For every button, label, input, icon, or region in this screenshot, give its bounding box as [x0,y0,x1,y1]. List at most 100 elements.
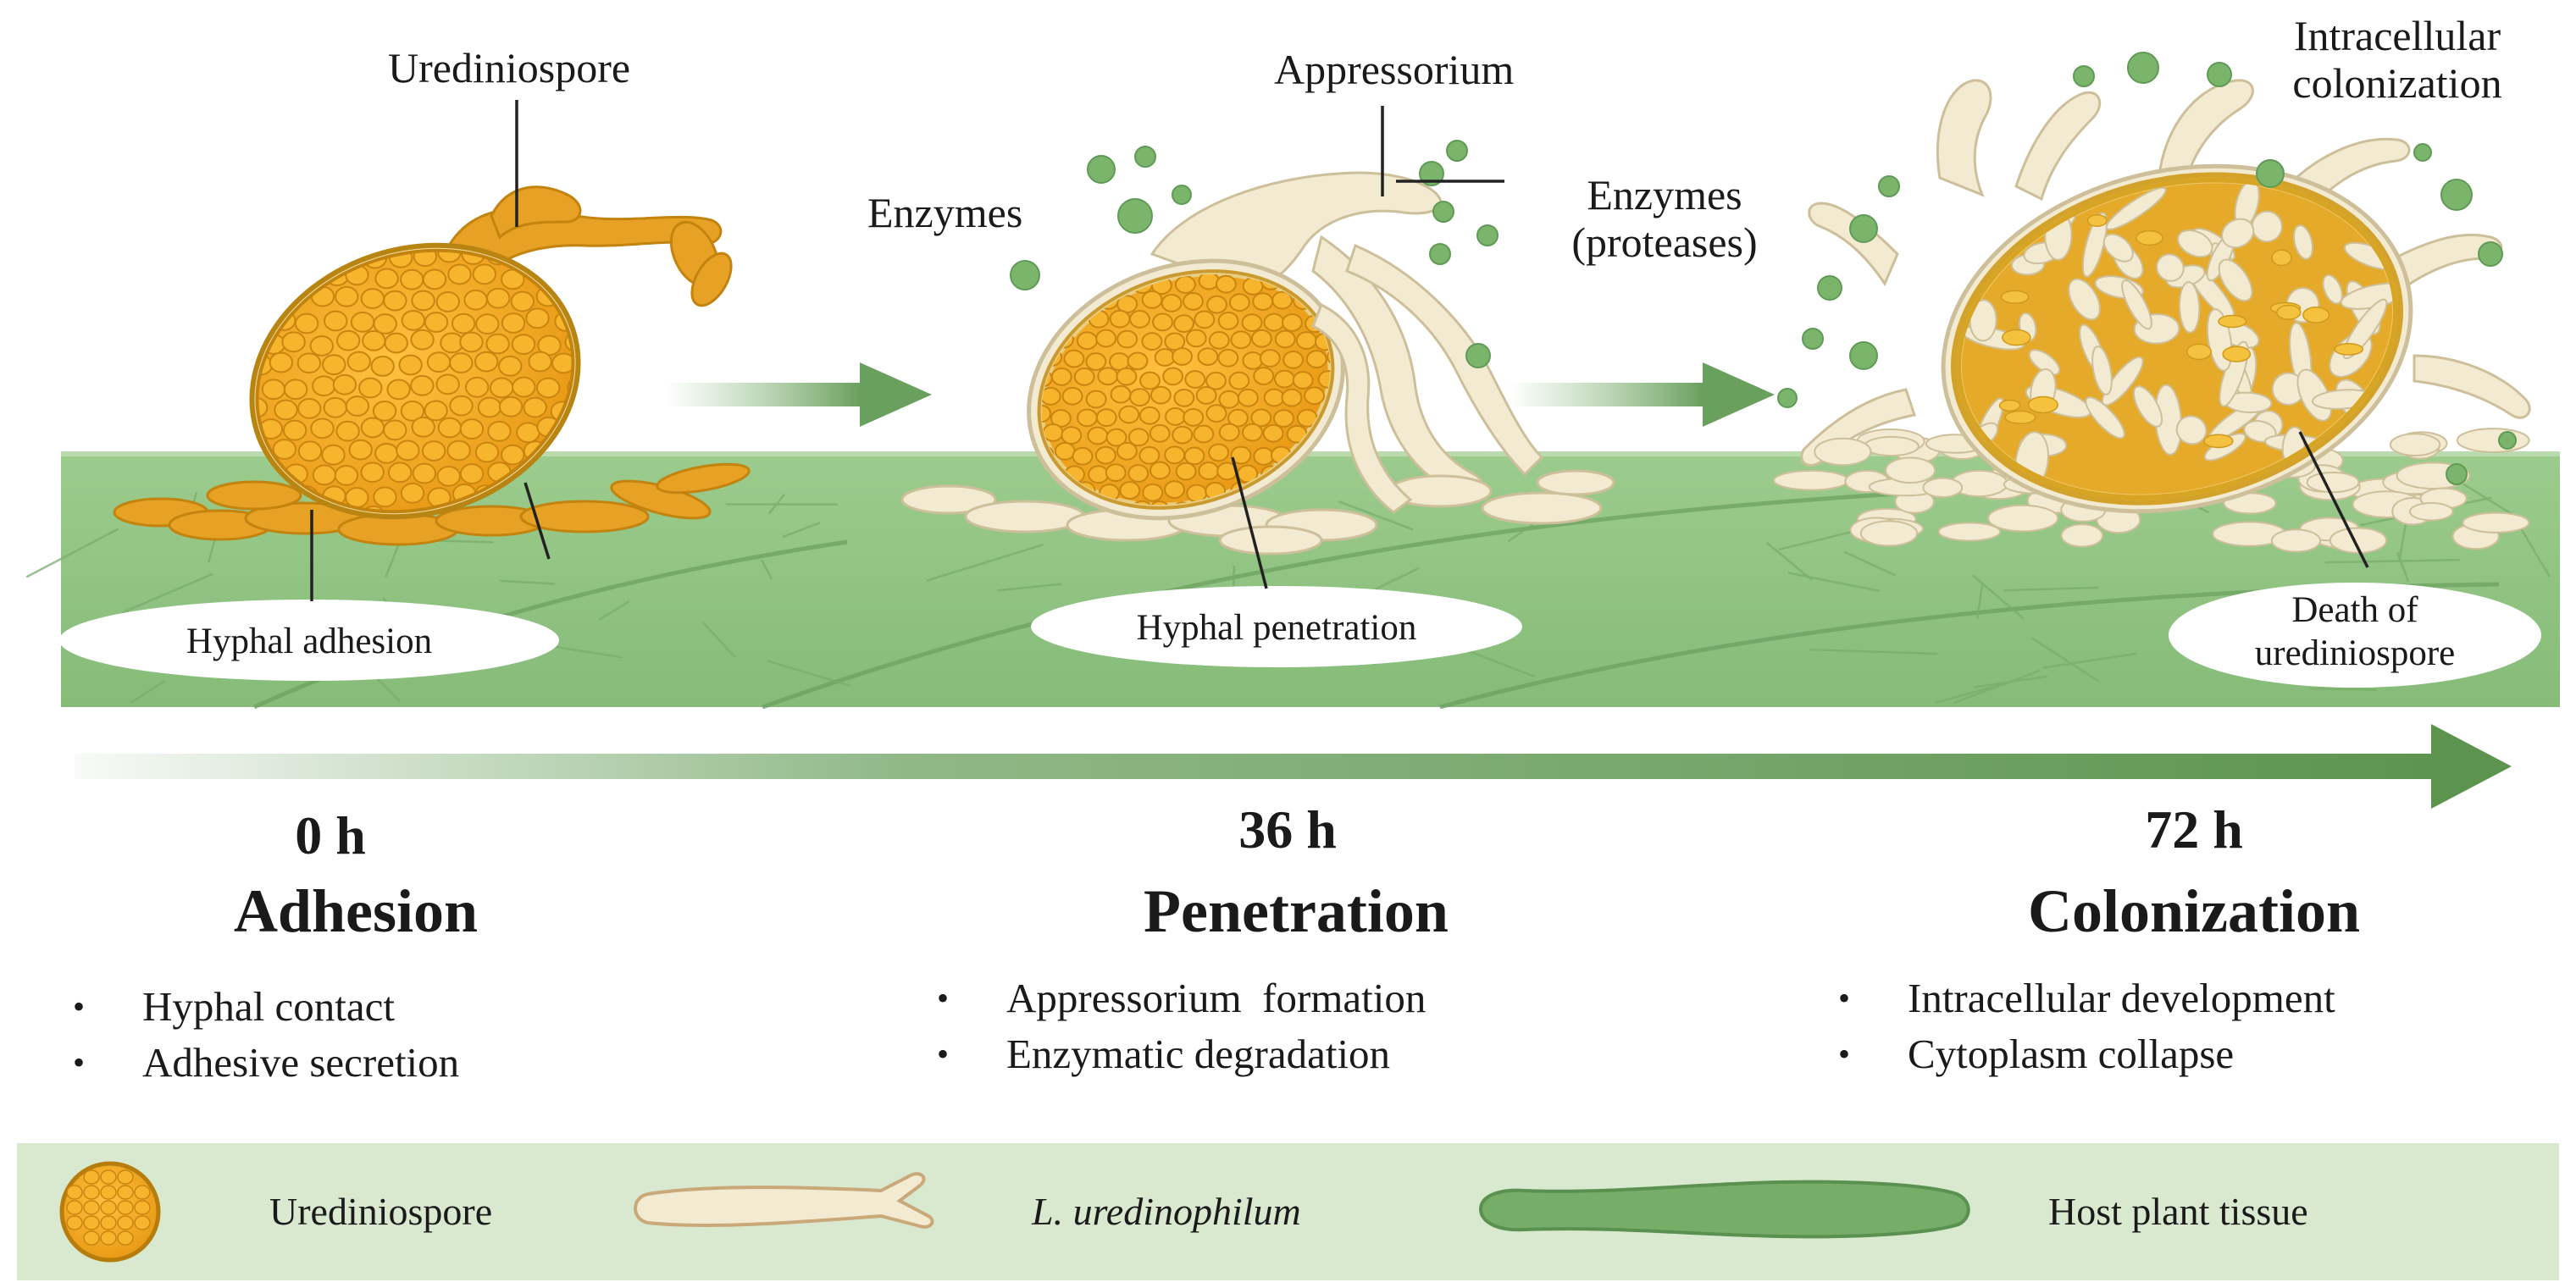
spore-cell [1164,445,1186,465]
spore-cell [362,329,386,351]
spore-cell [1073,368,1095,386]
spore-cell [1042,423,1064,442]
spore-cell [1304,386,1326,406]
leaf-vein [1934,683,2003,705]
stage-3-time: 72 h [2145,799,2243,860]
spore-cell [247,312,271,334]
spore-cell [1138,445,1161,465]
enzyme-droplet [1802,328,1824,350]
spore-cell [1127,351,1149,371]
spore-cell [1327,427,1349,446]
hyphal-fragment [2178,281,2201,334]
spore-cell [1028,329,1050,349]
spore-cell [400,482,425,504]
spore-cell [1076,331,1098,351]
spore-cell [1195,385,1217,405]
spore-cell [312,464,337,486]
spore-cell [421,440,446,462]
spore-cell [1250,408,1272,428]
timeline-arrow [75,724,2512,809]
spore-cell [1198,462,1220,480]
spore-cell [511,334,536,355]
hyphal-fragment [2156,253,2185,282]
spore-cell [396,439,420,462]
spore-cell [374,268,399,290]
spore-cell [412,462,437,484]
spore-cell [372,400,397,422]
spore-cell [464,376,490,398]
spore-cell [411,290,435,312]
leaf-vein [1375,567,1420,590]
enzyme-droplets [1010,52,2517,485]
hyphal-fragment [2060,523,2104,548]
spore-cell [1292,371,1314,390]
spore-cell [1116,367,1138,386]
leaf-vein [130,679,166,705]
label-enzymes: Enzymes [867,189,1023,236]
enzyme-droplet [2413,143,2432,162]
spore-cell [1217,348,1239,368]
spore-cell [1253,447,1275,466]
spore-cell [260,286,285,307]
leaf-vein [1975,584,1984,620]
spore-cell [1175,462,1197,481]
enzyme-droplet [1087,155,1116,184]
spore-cell [383,419,407,441]
list-item: Enzymatic degradation [928,1026,1426,1082]
spore-cell [1273,369,1295,389]
spore-cell [424,312,449,333]
spore-cell [588,374,608,396]
enzyme-droplet [1432,201,1454,223]
spore-cell [134,1200,151,1215]
spore-cell [358,377,383,399]
spore-cell [1085,352,1107,371]
list-item: Intracellular development [1830,970,2335,1026]
spore-cell [400,400,425,422]
spore-cell [222,210,233,223]
stage-2-time: 36 h [1238,799,1337,860]
leaf-vein [1338,500,1414,531]
hyphal-fragment [1922,477,1964,498]
spore-cell [134,1185,151,1200]
spore-cell [117,1169,134,1185]
stage-1-phase: Adhesion [233,877,479,945]
spore-cell [83,1215,100,1230]
spore-cell [324,310,348,332]
spore-cell [281,210,307,225]
enzyme-droplet [2446,463,2468,485]
spore-cell [222,309,245,331]
leaf-vein [702,622,736,659]
spore-cell [460,210,485,220]
spore-cell [233,331,258,353]
spore-cell [1127,464,1150,483]
spore-cell [345,395,370,417]
spore-cell [451,312,476,334]
stage-penetration-illustration [900,171,1615,556]
hyphal-fragment [2462,511,2530,533]
spore-cell [1009,368,1028,388]
spore-cell [537,247,562,269]
enzyme-droplet [1465,343,1491,368]
spore-cell [370,356,395,377]
spore-cell [435,291,460,312]
legend-label-urediniospore: Urediniospore [269,1190,493,1233]
list-item: Appressorium formation [928,970,1426,1026]
spore-cell [591,421,608,443]
spore-cell [400,268,424,290]
spore-cell [422,268,447,290]
spore-cell [463,289,488,311]
spore-cell [1097,367,1119,386]
hyphal-fragment [2091,345,2113,395]
enzyme-droplet [2127,52,2159,84]
spore-cell [1009,332,1028,351]
spore-cell [1119,481,1141,500]
spore-cell [1183,407,1205,427]
spore-cell [1009,349,1021,368]
spore-cell [117,1215,134,1230]
spore-cell [374,442,399,464]
leaf-vein [760,558,773,580]
stage-2-bullets: Appressorium formation Enzymatic degrada… [928,970,1426,1082]
spore-cell [348,439,373,461]
spore-cell [516,422,540,444]
spore-cell [309,335,334,357]
